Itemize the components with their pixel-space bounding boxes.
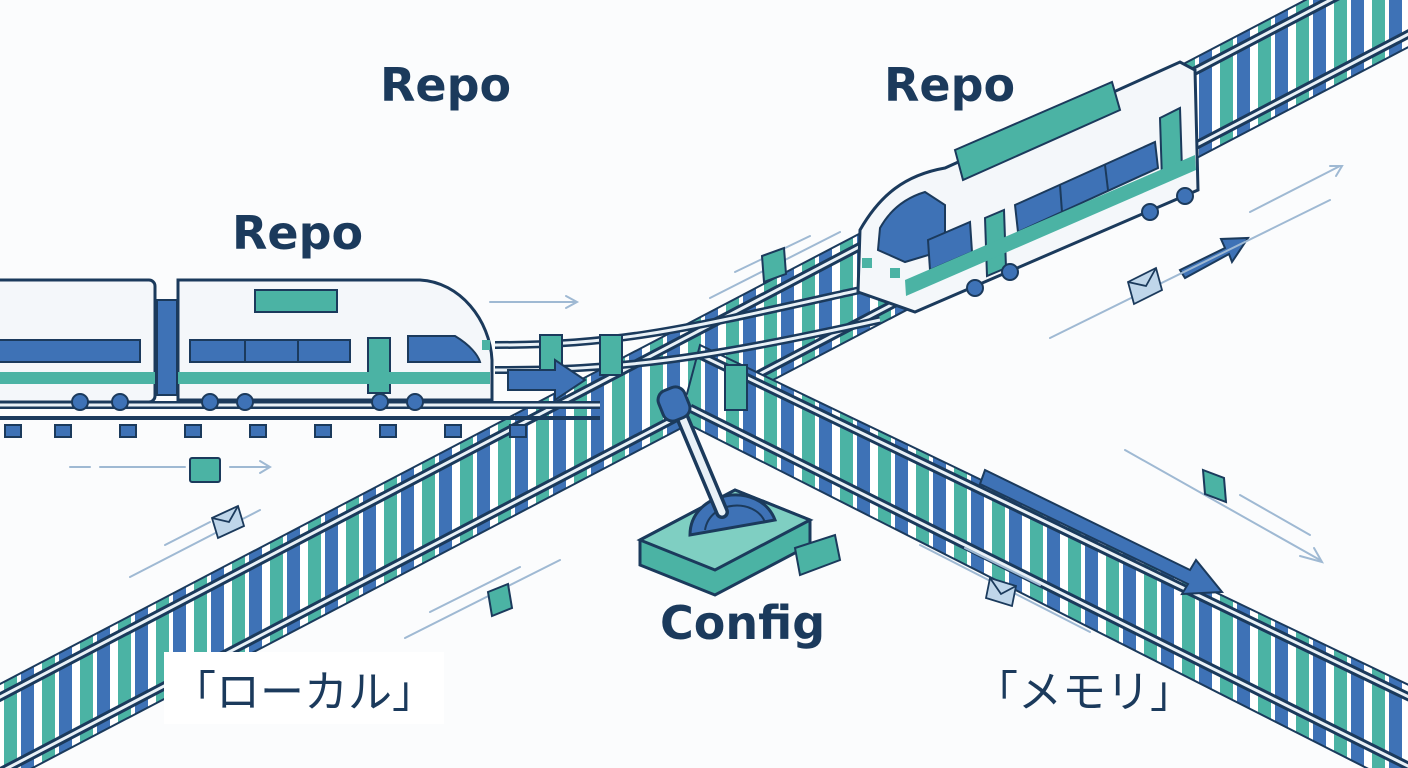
memory-label: 「メモリ」 [966, 652, 1202, 724]
envelope-icon [1128, 268, 1162, 304]
repo-label-mid-left: Repo [232, 206, 363, 260]
packet-icon [1203, 470, 1226, 502]
packet-icon [488, 584, 512, 616]
local-label: 「ローカル」 [164, 652, 444, 724]
config-label: Config [660, 596, 825, 650]
envelope-icon [212, 506, 244, 538]
packet-icon [190, 458, 220, 482]
repo-label-top-left: Repo [380, 58, 511, 112]
repo-label-top-right: Repo [884, 58, 1015, 112]
train-left [0, 280, 492, 410]
